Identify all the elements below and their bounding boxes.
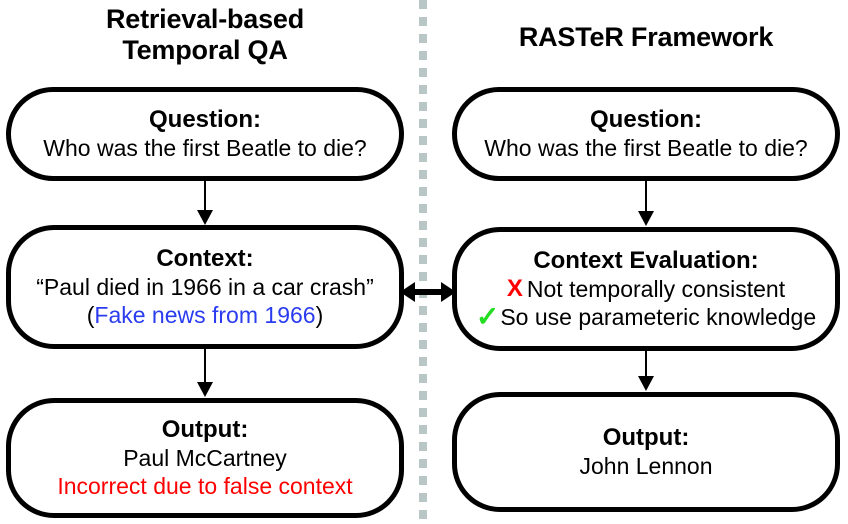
output-box-right: Output: John Lennon (452, 392, 840, 512)
column-divider (419, 0, 427, 524)
bidirectional-arrow-context (400, 280, 456, 304)
cross-mark-icon: X (506, 275, 523, 302)
output-box-left: Output: Paul McCartney Incorrect due to … (6, 398, 404, 518)
output-verdict-left: Incorrect due to false context (57, 473, 353, 499)
arrow-question-to-context (193, 181, 217, 225)
arrow-shaft (645, 351, 647, 377)
context-quote: “Paul died in 1966 in a car crash” (36, 274, 374, 300)
arrow-question-to-evaluation (634, 181, 658, 227)
output-answer-left: Paul McCartney (123, 445, 287, 471)
context-box-left: Context: “Paul died in 1966 in a car cra… (6, 225, 404, 349)
output-title-left: Output: (161, 416, 249, 443)
context-title: Context: (156, 245, 254, 272)
question-title-left: Question: (149, 106, 261, 133)
question-text-left: Who was the first Beatle to die? (43, 135, 367, 161)
evaluation-text-inconsistent: Not temporally consistent (526, 276, 786, 302)
arrow-shaft (204, 181, 206, 211)
arrow-shaft (645, 181, 647, 212)
arrow-evaluation-to-output (634, 351, 658, 392)
column-header-left-line2: Temporal QA (122, 35, 288, 65)
output-title-right: Output: (602, 424, 690, 451)
evaluation-text-parametric: So use parameteric knowledge (500, 304, 817, 330)
context-note-text: Fake news from 1966 (94, 302, 316, 328)
arrow-shaft (413, 289, 443, 295)
output-answer-right: John Lennon (579, 453, 713, 479)
question-title-right: Question: (590, 106, 702, 133)
evaluation-title: Context Evaluation: (533, 247, 759, 274)
question-box-left: Question: Who was the first Beatle to di… (6, 87, 404, 181)
evaluation-row-parametric: ✓ So use parameteric knowledge (476, 303, 816, 331)
arrow-shaft (204, 349, 206, 383)
context-note: (Fake news from 1966) (87, 301, 324, 329)
arrow-context-to-output (193, 349, 217, 398)
arrow-head-down-icon (638, 211, 654, 226)
column-header-left: Retrieval-based Temporal QA (6, 4, 404, 66)
check-mark-icon: ✓ (475, 301, 500, 332)
column-header-left-line1: Retrieval-based (105, 4, 305, 34)
evaluation-row-inconsistent: X Not temporally consistent (507, 275, 785, 303)
context-note-paren-open: ( (86, 302, 95, 328)
arrow-head-down-icon (197, 382, 213, 397)
context-note-paren-close: ) (315, 302, 324, 328)
arrow-head-left-icon (400, 282, 415, 302)
arrow-head-down-icon (197, 210, 213, 225)
arrow-head-down-icon (638, 376, 654, 391)
question-text-right: Who was the first Beatle to die? (484, 135, 808, 161)
question-box-right: Question: Who was the first Beatle to di… (452, 87, 840, 181)
column-header-right: RASTeR Framework (518, 22, 774, 52)
context-evaluation-box: Context Evaluation: X Not temporally con… (452, 227, 840, 351)
